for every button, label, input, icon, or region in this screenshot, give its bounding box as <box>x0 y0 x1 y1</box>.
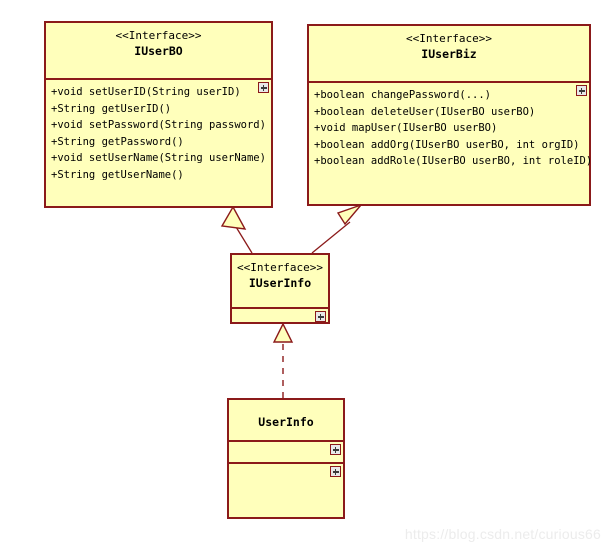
method-item: +boolean addRole(IUserBO userBO, int rol… <box>314 155 593 167</box>
class-box-userinfo[interactable]: UserInfo <box>227 398 345 519</box>
methods-compartment-iuserbo: +void setUserID(String userID) +String g… <box>46 78 271 206</box>
class-stereotype: <<Interface>> <box>236 261 324 274</box>
methods-compartment-iuserbiz: +boolean changePassword(...) +boolean de… <box>309 81 593 204</box>
class-header-iuserbo: <<Interface>> IUserBO <box>46 23 271 78</box>
method-item: +String getUserName() <box>51 168 184 181</box>
method-item: +boolean addOrg(IUserBO userBO, int orgI… <box>314 138 580 151</box>
class-name: IUserInfo <box>248 276 312 290</box>
class-name: UserInfo <box>258 415 314 429</box>
method-item: +boolean changePassword(...) <box>314 89 492 101</box>
class-box-iuserinfo[interactable]: <<Interface>> IUserInfo <box>230 253 330 324</box>
class-header-iuserbiz: <<Interface>> IUserBiz <box>309 26 589 81</box>
expander-plus-icon[interactable] <box>330 444 341 455</box>
expander-plus-icon[interactable] <box>576 85 587 96</box>
expander-plus-icon[interactable] <box>330 466 341 477</box>
generalization-iuserinfo-to-iuserbiz <box>311 203 364 254</box>
generalization-iuserinfo-to-iuserbo <box>220 205 253 254</box>
method-item: +String getPassword() <box>51 135 184 148</box>
realization-userinfo-to-iuserinfo <box>272 322 294 398</box>
class-box-iuserbo[interactable]: <<Interface>> IUserBO +void setUserID(St… <box>44 21 273 208</box>
class-stereotype: <<Interface>> <box>115 29 202 42</box>
attributes-compartment-userinfo <box>229 440 343 462</box>
class-header-userinfo: UserInfo <box>229 400 343 440</box>
class-box-iuserbiz[interactable]: <<Interface>> IUserBiz +boolean changePa… <box>307 24 593 206</box>
expander-plus-icon[interactable] <box>258 82 269 93</box>
method-item: +boolean deleteUser(IUserBO userBO) <box>314 105 536 118</box>
class-header-iuserinfo: <<Interface>> IUserInfo <box>232 255 328 307</box>
class-stereotype: <<Interface>> <box>405 32 493 45</box>
watermark-text: https://blog.csdn.net/curious66 <box>404 526 601 542</box>
method-item: +String getUserID() <box>51 102 172 115</box>
method-item: +void setPassword(String password) <box>51 119 266 131</box>
method-item: +void mapUser(IUserBO userBO) <box>314 122 498 134</box>
methods-compartment-userinfo <box>229 462 343 521</box>
class-name: IUserBiz <box>421 47 477 61</box>
method-item: +void setUserName(String userName) <box>51 152 266 164</box>
methods-compartment-iuserinfo <box>232 307 328 326</box>
class-name: IUserBO <box>134 44 183 58</box>
method-item: +void setUserID(String userID) <box>51 86 241 98</box>
expander-plus-icon[interactable] <box>315 311 326 322</box>
